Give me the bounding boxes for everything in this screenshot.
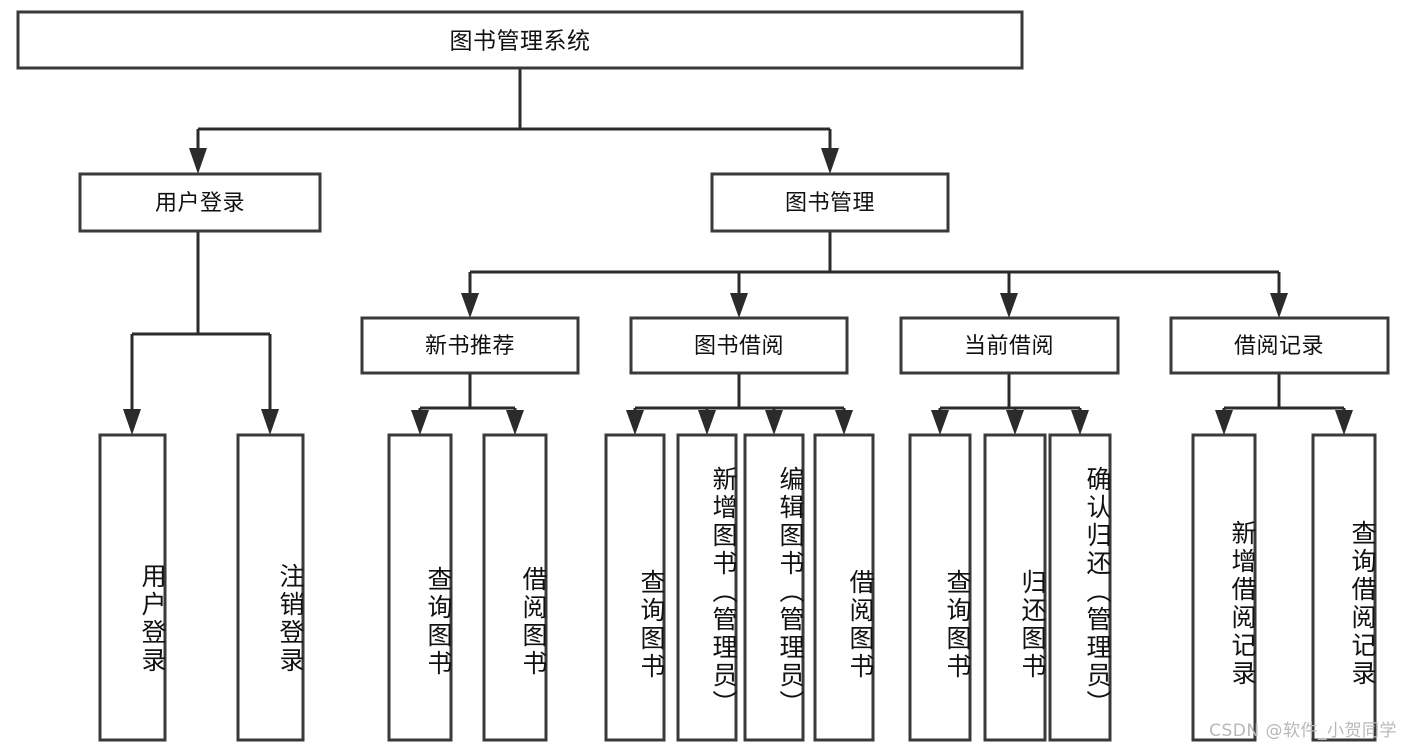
node-user-login[interactable] xyxy=(78,172,322,233)
node-book-borrow[interactable] xyxy=(629,316,849,375)
arrowhead-user-login xyxy=(189,148,207,174)
arrowhead-leaf-rec-query-book xyxy=(411,410,429,435)
arrowhead-leaf-rec-borrow-book xyxy=(506,410,524,435)
node-book-manage[interactable] xyxy=(710,172,950,233)
csdn-watermark: CSDN @软件_小贺同学 xyxy=(1209,721,1397,741)
arrowhead-leaf-user-login xyxy=(123,409,141,435)
node-leaf-cur-confirm-return[interactable] xyxy=(1048,433,1112,742)
node-layer: 图书管理系统 用户登录 图书管理 新书推荐 图书借阅 当前借阅 借阅记录 xyxy=(16,10,1390,742)
node-leaf-borrow-add-book[interactable] xyxy=(676,433,738,742)
arrowhead-leaf-cur-confirm-return xyxy=(1071,410,1089,435)
node-leaf-user-logout[interactable] xyxy=(236,433,305,742)
node-book-manage-label: 图书管理 xyxy=(785,191,875,216)
node-leaf-cur-query-book[interactable] xyxy=(908,433,972,742)
node-leaf-cur-return-book[interactable] xyxy=(983,433,1047,742)
node-leaf-rec-add-record[interactable] xyxy=(1191,433,1257,742)
arrowhead-leaf-user-logout xyxy=(261,409,279,435)
node-borrow-record[interactable] xyxy=(1169,316,1390,375)
node-root-label: 图书管理系统 xyxy=(450,29,591,55)
arrowhead-leaf-rec-query-record xyxy=(1335,410,1353,435)
node-current-borrow-label: 当前借阅 xyxy=(964,334,1054,359)
node-user-login-label: 用户登录 xyxy=(155,191,245,216)
node-leaf-borrow-borrow-book[interactable] xyxy=(813,433,875,742)
arrowhead-book-manage xyxy=(821,148,839,174)
arrowhead-leaf-rec-add-record xyxy=(1215,410,1233,435)
node-root[interactable] xyxy=(16,10,1024,70)
node-leaf-borrow-query-book[interactable] xyxy=(604,433,666,742)
arrowhead-leaf-cur-return-book xyxy=(1006,410,1024,435)
arrowhead-leaf-borrow-add-book xyxy=(698,410,716,435)
node-borrow-record-label: 借阅记录 xyxy=(1234,334,1324,359)
node-leaf-user-login[interactable] xyxy=(98,433,167,742)
arrowhead-leaf-cur-query-book xyxy=(931,410,949,435)
arrowhead-leaf-borrow-borrow-book xyxy=(835,410,853,435)
node-new-book-rec[interactable] xyxy=(360,316,580,375)
node-leaf-rec-borrow-book[interactable] xyxy=(482,433,548,742)
arrowhead-borrow-record xyxy=(1270,293,1288,318)
arrowhead-book-borrow xyxy=(730,293,748,318)
connector-layer xyxy=(123,68,1353,435)
arrowhead-new-book-rec xyxy=(461,293,479,318)
arrowhead-leaf-borrow-edit-book xyxy=(765,410,783,435)
arrowhead-current-borrow xyxy=(1000,293,1018,318)
node-leaf-rec-query-book[interactable] xyxy=(387,433,453,742)
node-leaf-rec-query-record[interactable] xyxy=(1311,433,1377,742)
arrowhead-leaf-borrow-query-book xyxy=(626,410,644,435)
node-current-borrow[interactable] xyxy=(899,316,1120,375)
node-new-book-rec-label: 新书推荐 xyxy=(425,334,515,359)
node-leaf-borrow-edit-book[interactable] xyxy=(743,433,805,742)
node-book-borrow-label: 图书借阅 xyxy=(694,334,784,359)
